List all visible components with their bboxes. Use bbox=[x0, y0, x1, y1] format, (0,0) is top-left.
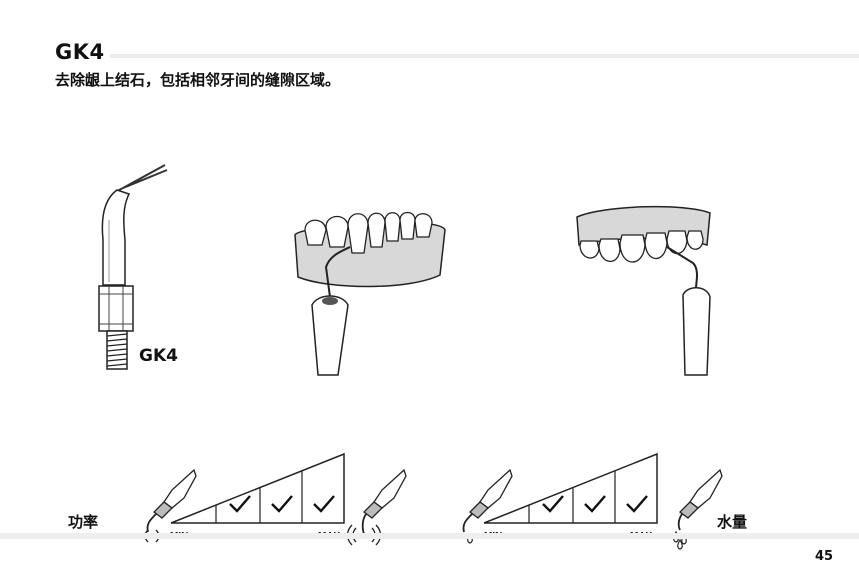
page-number: 45 bbox=[815, 549, 834, 564]
footer-divider bbox=[0, 533, 859, 539]
checkmark-icon bbox=[313, 495, 335, 513]
power-label: 功率 bbox=[68, 513, 99, 531]
checkmark-icon bbox=[584, 495, 606, 513]
checkmark-icon bbox=[229, 495, 251, 513]
checkmark-icon bbox=[271, 495, 293, 513]
lower-teeth-illustration bbox=[294, 211, 446, 376]
upper-teeth-illustration bbox=[576, 205, 711, 376]
scaler-tip-icon bbox=[98, 164, 168, 370]
power-level-scale bbox=[170, 452, 345, 524]
page-subtitle: 去除龈上结石，包括相邻牙间的缝隙区域。 bbox=[55, 71, 341, 89]
checkmark-icon bbox=[542, 495, 564, 513]
tip-model-label: GK4 bbox=[139, 346, 178, 366]
water-level-scale bbox=[483, 452, 658, 524]
water-max-handpiece-icon bbox=[673, 468, 723, 550]
water-label: 水量 bbox=[717, 513, 748, 531]
checkmark-icon bbox=[626, 495, 648, 513]
power-max-handpiece-icon bbox=[346, 468, 407, 546]
title-divider bbox=[110, 54, 859, 58]
page-title: GK4 bbox=[55, 40, 105, 64]
